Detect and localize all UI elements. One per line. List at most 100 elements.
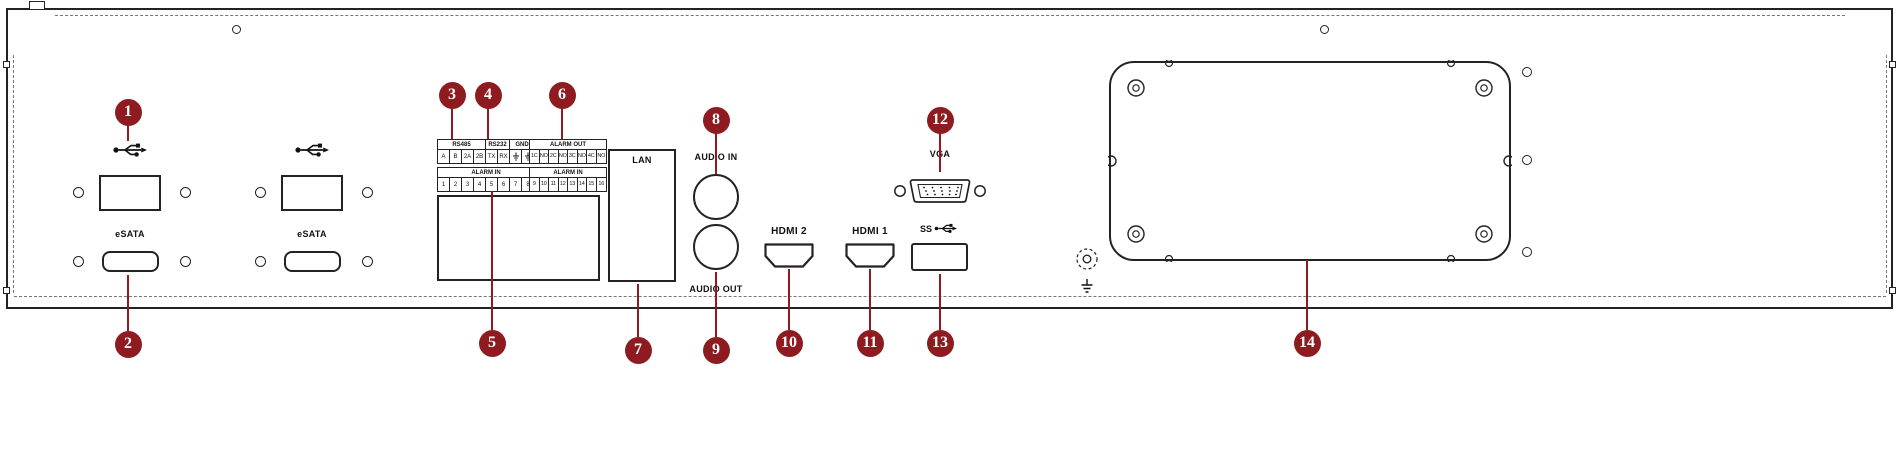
callout-9: 9: [702, 336, 730, 364]
hdmi2-port: [764, 243, 814, 268]
terminal-pin: 12: [559, 178, 568, 191]
power-supply-area: [1108, 60, 1512, 262]
gnd-header: GND: [510, 140, 534, 150]
terminal-pin: 11: [549, 178, 559, 191]
callout-14: 14: [1293, 329, 1321, 357]
audio-in-jack: [693, 174, 739, 220]
hdmi1-port: [845, 243, 895, 268]
screw-hole: [180, 187, 191, 198]
callout-11: 11: [856, 329, 884, 357]
terminal-pin: 10: [540, 178, 549, 191]
alarm-out-block: ALARM OUT 1C NO 2C NO 3C NO 4C NO: [529, 139, 607, 164]
terminal-pin: 15: [587, 178, 597, 191]
callout-2-leader: [126, 275, 129, 331]
screw-hole: [1522, 247, 1532, 257]
ground-icon: [512, 152, 519, 160]
screw-hole: [232, 25, 241, 34]
usb-port: [281, 175, 343, 211]
terminal-pin: NO: [578, 150, 587, 163]
callout-8-leader: [714, 132, 717, 174]
terminal-pin: NO: [597, 152, 606, 159]
callout-8: 8: [702, 106, 730, 134]
terminal-pin: 2: [450, 178, 462, 191]
callout-2: 2: [114, 330, 142, 358]
alarm-in-header: ALARM IN: [438, 168, 534, 178]
serial-terminal-block: RS485 RS232 GND A B 2A 2B TX RX: [437, 139, 535, 164]
callout-9-leader: [714, 272, 717, 337]
screw-hole: [1522, 155, 1532, 165]
edge-notch: [1889, 287, 1896, 294]
callout-6-leader: [560, 107, 563, 139]
callout-5: 5: [478, 329, 506, 357]
callout-6: 6: [548, 81, 576, 109]
callout-13: 13: [926, 329, 954, 357]
terminal-pin: 2C: [549, 150, 559, 163]
rs232-header: RS232: [486, 140, 510, 150]
usb3-port: [911, 243, 968, 271]
callout-5-leader: [490, 191, 493, 330]
terminal-pin: NO: [559, 150, 568, 163]
callout-12: 12: [926, 106, 954, 134]
screw-hole: [73, 256, 84, 267]
edge-notch: [3, 61, 10, 68]
usb-icon: [113, 143, 147, 157]
terminal-pin: B: [450, 150, 462, 163]
terminal-pin: 9: [530, 178, 540, 191]
usb-icon: [295, 143, 329, 157]
terminal-pin: 4C: [587, 150, 597, 163]
terminal-pin: 4: [474, 178, 486, 191]
esata-label: eSATA: [115, 229, 145, 239]
callout-10-leader: [787, 269, 790, 330]
hdmi2-label: HDMI 2: [771, 226, 807, 237]
terminal-pin: [522, 150, 534, 163]
terminal-pin: 16: [598, 180, 605, 187]
io-connector-area: [437, 195, 600, 281]
esata-port: [102, 251, 159, 272]
terminal-pin: 5: [486, 178, 498, 191]
screw-hole: [180, 256, 191, 267]
alarm-in-block-9-16: ALARM IN 9 10 11 12 13 14 15 16: [529, 167, 607, 192]
usb-port: [99, 175, 161, 211]
terminal-pin: 3: [462, 178, 474, 191]
terminal-pin: 8: [526, 181, 530, 188]
screw-hole: [255, 256, 266, 267]
callout-14-leader: [1305, 260, 1308, 330]
usb3-ss-text: SS: [919, 223, 932, 234]
terminal-pin: 7: [510, 178, 522, 191]
terminal-pin: 2B: [474, 150, 486, 163]
callout-1: 1: [114, 98, 142, 126]
hdmi1-label: HDMI 1: [852, 226, 888, 237]
terminal-pin: 14: [578, 178, 587, 191]
callout-4: 4: [474, 81, 502, 109]
dashed-edge-left: [13, 55, 14, 293]
usb3-ss-icon: SS: [908, 223, 970, 234]
audio-out-jack: [693, 224, 739, 270]
terminal-pin: NO: [540, 150, 549, 163]
edge-notch: [3, 287, 10, 294]
screw-hole: [1320, 25, 1329, 34]
callout-3: 3: [438, 81, 466, 109]
usb-trident-icon: [934, 223, 957, 233]
screw-hole: [73, 187, 84, 198]
edge-notch: [1889, 61, 1896, 68]
callout-13-leader: [938, 274, 941, 330]
lan-label: LAN: [632, 155, 652, 165]
ground-icon: [1081, 279, 1093, 293]
callout-7-leader: [636, 284, 639, 337]
screw-hole: [362, 187, 373, 198]
dashed-edge-top: [55, 15, 1845, 16]
esata-port: [284, 251, 341, 272]
callout-1-leader: [126, 124, 129, 141]
terminal-pin: 6: [498, 178, 510, 191]
terminal-pin: TX: [486, 150, 498, 163]
callout-10: 10: [775, 329, 803, 357]
terminal-pin: 1: [438, 178, 450, 191]
rs485-header: RS485: [438, 140, 486, 150]
vga-connector: [894, 179, 986, 203]
alarm-in-header: ALARM IN: [530, 168, 606, 178]
callout-12-leader: [938, 132, 941, 172]
terminal-pin: 13: [568, 178, 578, 191]
screw-hole: [255, 187, 266, 198]
terminal-pin: 3C: [568, 150, 578, 163]
